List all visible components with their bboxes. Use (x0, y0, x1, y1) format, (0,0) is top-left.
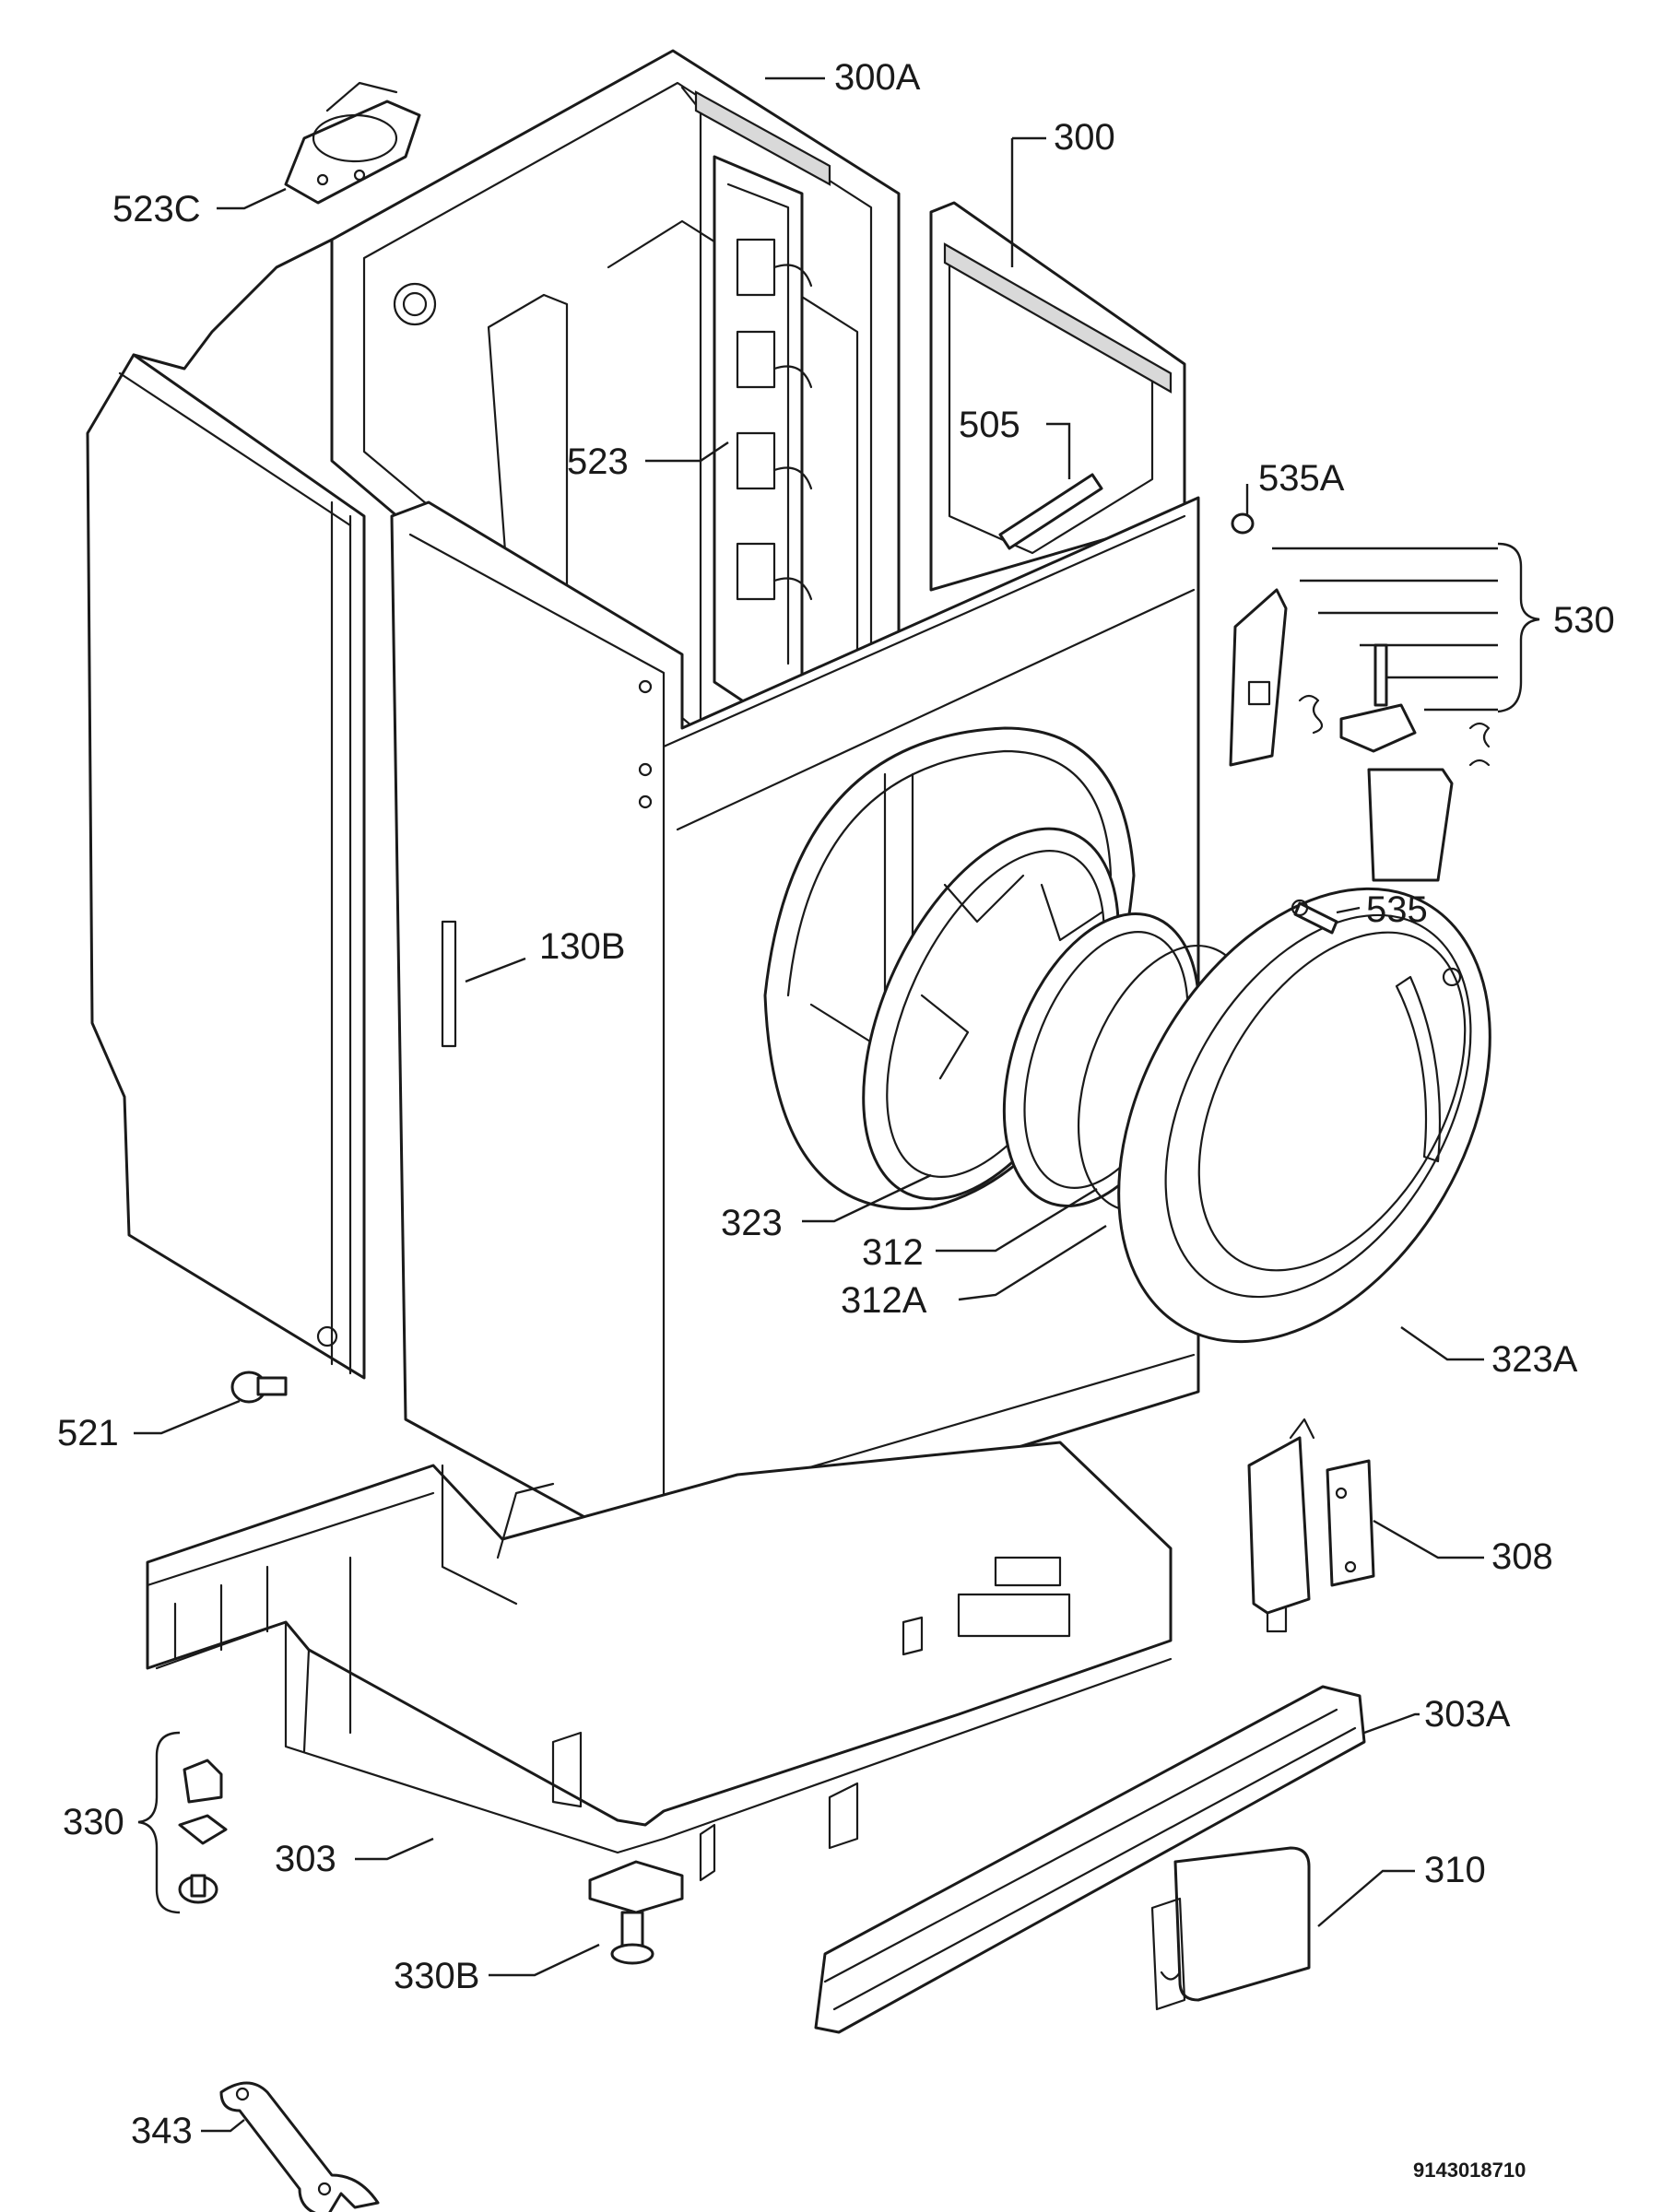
callout-343: 343 (131, 2111, 193, 2151)
filter-flap-310 (1150, 1846, 1311, 2011)
left-side-panel (86, 238, 366, 1380)
leader-323 (802, 1173, 932, 1223)
leader-lines (134, 76, 1540, 2133)
callout-523C: 523C (112, 189, 201, 229)
leader-505 (1046, 422, 1071, 479)
leader-521 (134, 1399, 241, 1435)
callout-523: 523 (567, 441, 629, 482)
leader-523C (217, 187, 287, 210)
callout-300A: 300A (834, 57, 921, 98)
callout-323A: 323A (1491, 1339, 1578, 1380)
callout-323: 323 (721, 1203, 783, 1243)
hinge-pin-535 (1291, 899, 1338, 935)
leader-130B (465, 957, 526, 983)
callout-130B: 130B (539, 926, 625, 967)
callout-310: 310 (1424, 1850, 1486, 1890)
callout-303A: 303A (1424, 1694, 1511, 1735)
rear-bracket-523 (713, 155, 813, 712)
callout-330: 330 (63, 1802, 124, 1842)
door-ring-323A (1117, 887, 1491, 1344)
door-interlock-308 (1247, 1418, 1375, 1633)
hose-clip-523C (284, 81, 421, 205)
callout-labels: 300A 300 523C 523 505 535A 530 535 130B … (57, 57, 1615, 2182)
leader-323A (1400, 1326, 1484, 1361)
leader-523 (645, 441, 729, 463)
leader-312A (958, 1224, 1107, 1301)
screw-521 (230, 1371, 288, 1404)
leader-330B (489, 1943, 600, 1977)
callout-308: 308 (1491, 1536, 1553, 1577)
leader-303A (1363, 1712, 1420, 1735)
leader-312 (936, 1187, 1098, 1253)
spanner-343 (219, 2081, 380, 2212)
callout-530: 530 (1553, 600, 1615, 641)
rod-505 (998, 473, 1103, 550)
cabinet-right-side-frame (929, 201, 1186, 592)
hardware-set-330 (178, 1759, 228, 1904)
adjustable-foot-330B (588, 1860, 684, 1965)
callout-300: 300 (1054, 117, 1115, 158)
document-number: 9143018710 (1413, 2159, 1526, 2182)
leader-535 (1336, 906, 1361, 914)
base-frame-303 (146, 1441, 1173, 1882)
leader-310 (1317, 1869, 1415, 1927)
plinth-303A (814, 1685, 1366, 2034)
leader-343 (201, 2119, 245, 2133)
callout-303: 303 (275, 1839, 336, 1879)
leader-303 (355, 1837, 434, 1861)
callout-535: 535 (1366, 889, 1428, 930)
callout-505: 505 (959, 405, 1020, 445)
callout-330B: 330B (394, 1956, 479, 1996)
bracket-530 (1497, 542, 1540, 713)
bracket-330 (137, 1731, 181, 1914)
callout-521: 521 (57, 1413, 119, 1453)
callout-312: 312 (862, 1232, 924, 1273)
leader-530-lines (1272, 547, 1498, 712)
door-lock-group-530 (1229, 512, 1491, 882)
callout-312A: 312A (841, 1280, 927, 1321)
leader-308 (1373, 1519, 1484, 1559)
callout-535A: 535A (1258, 458, 1345, 499)
